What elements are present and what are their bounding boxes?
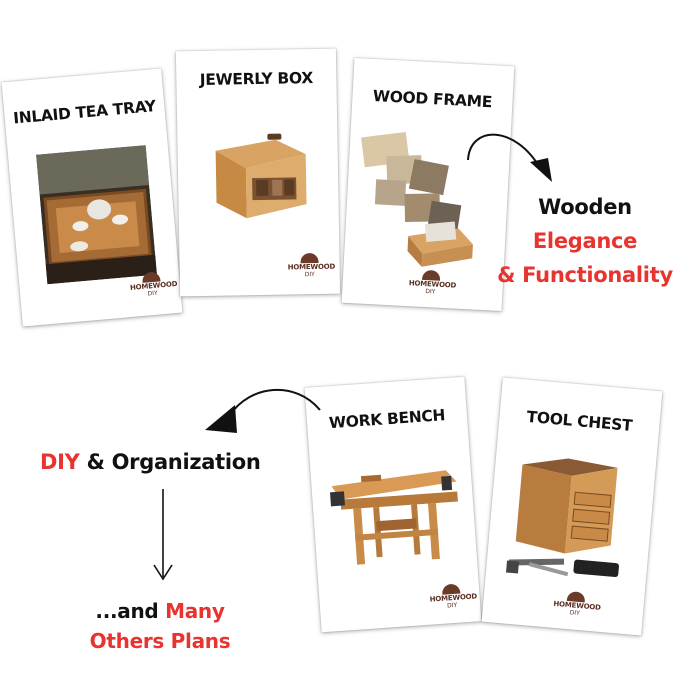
plan-card-inlaid-tea-tray: INLAID TEA TRAY HOMEWOOD DIY bbox=[1, 68, 183, 327]
homewood-diy-logo: HOMEWOOD DIY bbox=[287, 252, 335, 290]
plan-card-jewerly-box: JEWERLY BOX HOMEWOOD DIY bbox=[175, 48, 341, 297]
card-title: INLAID TEA TRAY bbox=[12, 97, 157, 128]
callout-wooden-elegance: Wooden Elegance & Functionality bbox=[470, 190, 700, 292]
homewood-diy-logo: HOMEWOOD DIY bbox=[408, 269, 456, 307]
jewelry-box-image bbox=[215, 133, 307, 219]
callout-line-functionality: & Functionality bbox=[497, 263, 673, 287]
callout-line-elegance: Elegance bbox=[532, 229, 638, 253]
callout-line-wooden: Wooden bbox=[538, 195, 632, 219]
callout-organization: & Organization bbox=[79, 450, 261, 474]
plan-card-work-bench: WORK BENCH HOMEWOOD DIY bbox=[304, 376, 482, 633]
logo-mark-icon bbox=[300, 252, 319, 264]
callout-many: Many bbox=[165, 599, 225, 623]
callout-others-plans: Others Plans bbox=[89, 629, 231, 653]
plan-card-wood-frame: WOOD FRAME HOMEWOOD DIY bbox=[341, 57, 515, 312]
work-bench-image bbox=[330, 470, 458, 565]
arrow-to-wooden-icon bbox=[467, 133, 552, 182]
tea-tray-image bbox=[36, 145, 157, 285]
card-title: WORK BENCH bbox=[328, 406, 446, 433]
wood-frame-image bbox=[361, 131, 473, 267]
callout-diy: DIY bbox=[40, 450, 80, 474]
callout-diy-organization: DIY & Organization bbox=[40, 450, 300, 474]
tool-chest-image bbox=[505, 458, 619, 578]
homewood-diy-logo: HOMEWOOD DIY bbox=[129, 270, 178, 310]
arrow-down-icon bbox=[153, 489, 173, 581]
card-title: WOOD FRAME bbox=[372, 87, 493, 112]
callout-many-others: ...and Many Others Plans bbox=[60, 596, 260, 656]
plan-card-tool-chest: TOOL CHEST HOMEWOOD DIY bbox=[481, 377, 663, 636]
card-title: JEWERLY BOX bbox=[199, 69, 314, 90]
homewood-diy-logo: HOMEWOOD DIY bbox=[429, 583, 477, 622]
homewood-diy-logo: HOMEWOOD DIY bbox=[552, 590, 601, 630]
callout-and: ...and bbox=[95, 599, 166, 623]
arrow-to-diy-icon bbox=[205, 388, 321, 433]
card-title: TOOL CHEST bbox=[525, 407, 633, 435]
